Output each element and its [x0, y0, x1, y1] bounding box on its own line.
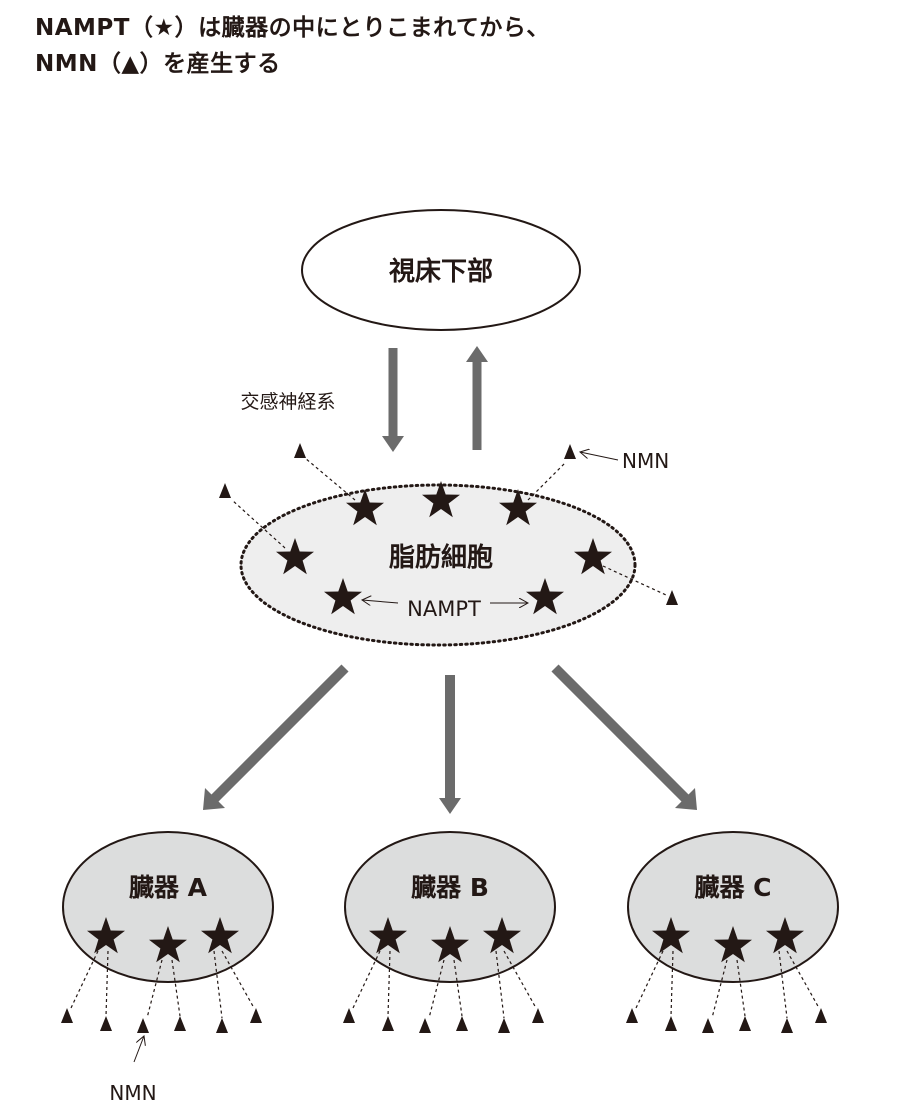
nmn-triangle-icon [498, 1018, 510, 1033]
nampt-star-icon [201, 917, 239, 954]
nmn-triangle-icon [343, 1008, 355, 1023]
nampt-star-icon [324, 578, 362, 615]
nmn-triangle-icon [137, 1018, 149, 1033]
dashed-line [711, 959, 728, 1019]
dashed-line [304, 457, 356, 501]
nmn-pointer-top [580, 452, 619, 461]
sympathetic-label: 交感神経系 [240, 391, 335, 413]
nmn-triangle-icon [666, 590, 678, 605]
nampt-star-icon [766, 917, 804, 954]
nmn-triangle-icon [250, 1008, 262, 1023]
nmn-triangle-icon [564, 444, 576, 459]
nmn-triangle-icon [815, 1008, 827, 1023]
arrow-to-organ-a [203, 664, 349, 810]
dashed-line [146, 959, 163, 1019]
nmn-triangle-icon [781, 1018, 793, 1033]
arrow-to-organ-c [551, 664, 697, 810]
organ-a-label: 臓器 A [129, 873, 208, 902]
title-line-2: NMN（▲）を産生する [35, 51, 281, 77]
organ-b-node [344, 831, 556, 983]
nampt-star-icon [346, 489, 384, 526]
nampt-star-icon [431, 926, 469, 963]
dashed-line [352, 950, 381, 1009]
nampt-star-icon [574, 538, 612, 575]
nampt-star-icon [652, 917, 690, 954]
nmn-triangle-icon [665, 1016, 677, 1031]
dashed-line [503, 950, 537, 1009]
dashed-line [527, 461, 567, 501]
nmn-triangle-icon [626, 1008, 638, 1023]
nampt-star-icon [714, 926, 752, 963]
arrow-to-organ-b [439, 675, 461, 814]
nmn-pointer-bottom [133, 1036, 144, 1063]
up-arrow [466, 346, 488, 450]
nampt-star-icon [87, 917, 125, 954]
nampt-star-icon [499, 489, 537, 526]
title-line-1: NAMPT（★）は臓器の中にとりこまれてから、 [35, 15, 550, 41]
nmn-triangle-icon [702, 1018, 714, 1033]
nmn-triangle-icon [739, 1016, 751, 1031]
dashed-line [778, 950, 788, 1019]
nmn-triangle-icon [61, 1008, 73, 1023]
nmn-triangle-icon [216, 1018, 228, 1033]
nmn-triangle-icon [100, 1016, 112, 1031]
dashed-line [70, 950, 99, 1009]
nmn-triangle-icon [419, 1018, 431, 1033]
adipocyte-label: 脂肪細胞 [389, 542, 493, 573]
nampt-star-icon [369, 917, 407, 954]
dashed-line [495, 950, 505, 1019]
nmn-triangle-icon [456, 1016, 468, 1031]
organ-b-label: 臓器 B [411, 873, 489, 902]
nmn-label-top: NMN [622, 449, 669, 473]
nampt-star-icon [526, 578, 564, 615]
dashed-line [635, 950, 664, 1009]
down-arrow [382, 348, 404, 452]
nmn-triangle-icon [294, 443, 306, 458]
nmn-label-bottom: NMN [109, 1081, 156, 1105]
nampt-pointer-left [362, 600, 399, 603]
nmn-triangle-icon [174, 1016, 186, 1031]
dashed-line [105, 950, 109, 1017]
organ-c-node [627, 831, 839, 983]
nampt-star-icon [483, 917, 521, 954]
organ-a-node [62, 831, 274, 983]
dashed-line [428, 959, 445, 1019]
dashed-line [213, 950, 223, 1019]
dashed-line [670, 950, 674, 1017]
organ-c-label: 臓器 C [694, 873, 771, 902]
hypothalamus-label: 視床下部 [389, 256, 493, 287]
dashed-line [387, 950, 391, 1017]
nmn-triangle-icon [219, 483, 231, 498]
hypothalamus-node [301, 209, 581, 331]
nmn-triangle-icon [532, 1008, 544, 1023]
nampt-label: NAMPT [407, 597, 481, 621]
nampt-star-icon [422, 481, 460, 518]
nampt-star-icon [149, 926, 187, 963]
dashed-line [221, 950, 255, 1009]
nampt-star-icon [276, 538, 314, 575]
nmn-triangle-icon [382, 1016, 394, 1031]
dashed-line [786, 950, 820, 1009]
